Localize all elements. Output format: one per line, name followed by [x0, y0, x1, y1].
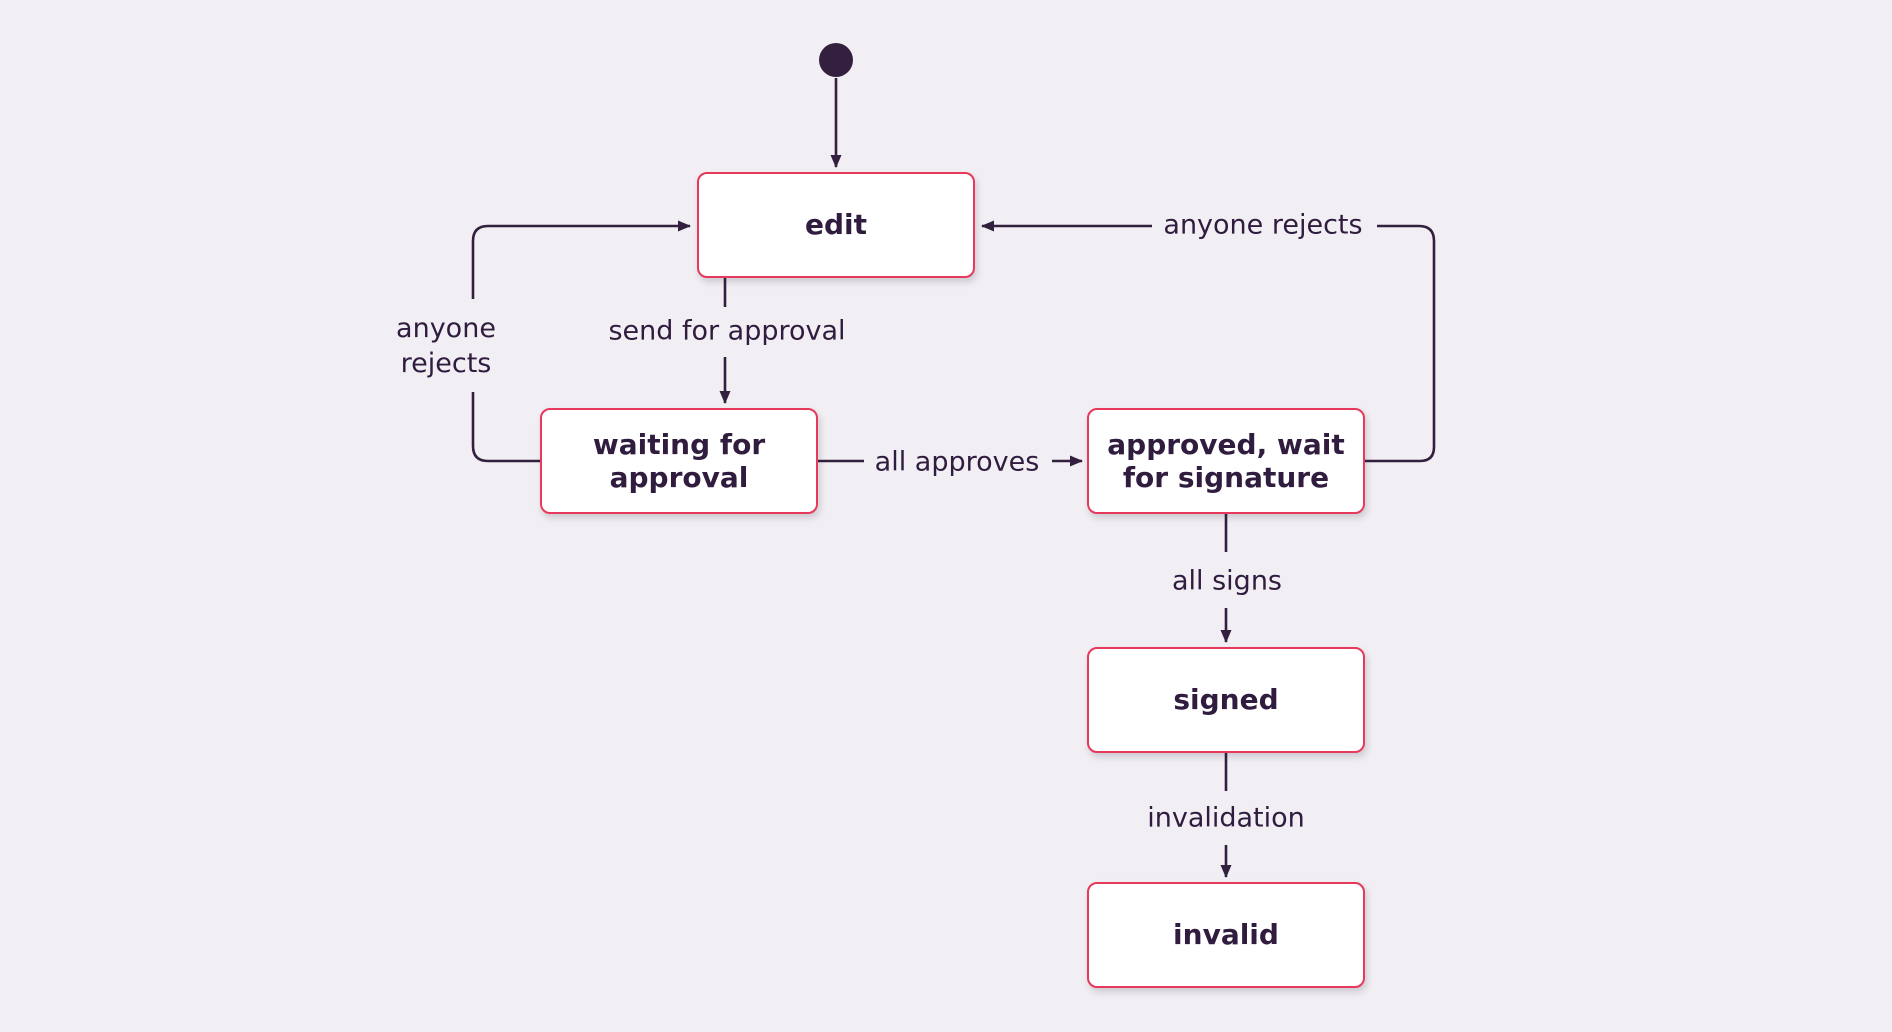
state-approved-wait-for-signature: approved, wait for signature — [1087, 408, 1365, 514]
edge-waiting-to-edit — [471, 226, 690, 463]
state-edit: edit — [697, 172, 975, 278]
state-waiting-for-approval: waiting for approval — [540, 408, 818, 514]
edge-approved-to-edit — [982, 226, 1436, 463]
state-signed-label: signed — [1173, 683, 1279, 717]
state-waiting-for-approval-label: waiting for approval — [592, 427, 766, 494]
initial-state-dot — [819, 43, 853, 77]
edge-label-anyone-rejects-left: anyone rejects — [396, 312, 496, 379]
edge-label-send-for-approval: send for approval — [608, 315, 846, 347]
edge-label-anyone-rejects-right: anyone rejects — [1163, 209, 1363, 241]
state-approved-wait-for-signature-label: approved, wait for signature — [1107, 427, 1345, 494]
state-signed: signed — [1087, 647, 1365, 753]
state-edit-label: edit — [804, 208, 867, 242]
state-invalid-label: invalid — [1173, 918, 1279, 952]
edge-label-all-signs: all signs — [1171, 565, 1283, 597]
edge-label-all-approves: all approves — [874, 446, 1040, 478]
edge-label-invalidation: invalidation — [1147, 802, 1305, 834]
state-invalid: invalid — [1087, 882, 1365, 988]
